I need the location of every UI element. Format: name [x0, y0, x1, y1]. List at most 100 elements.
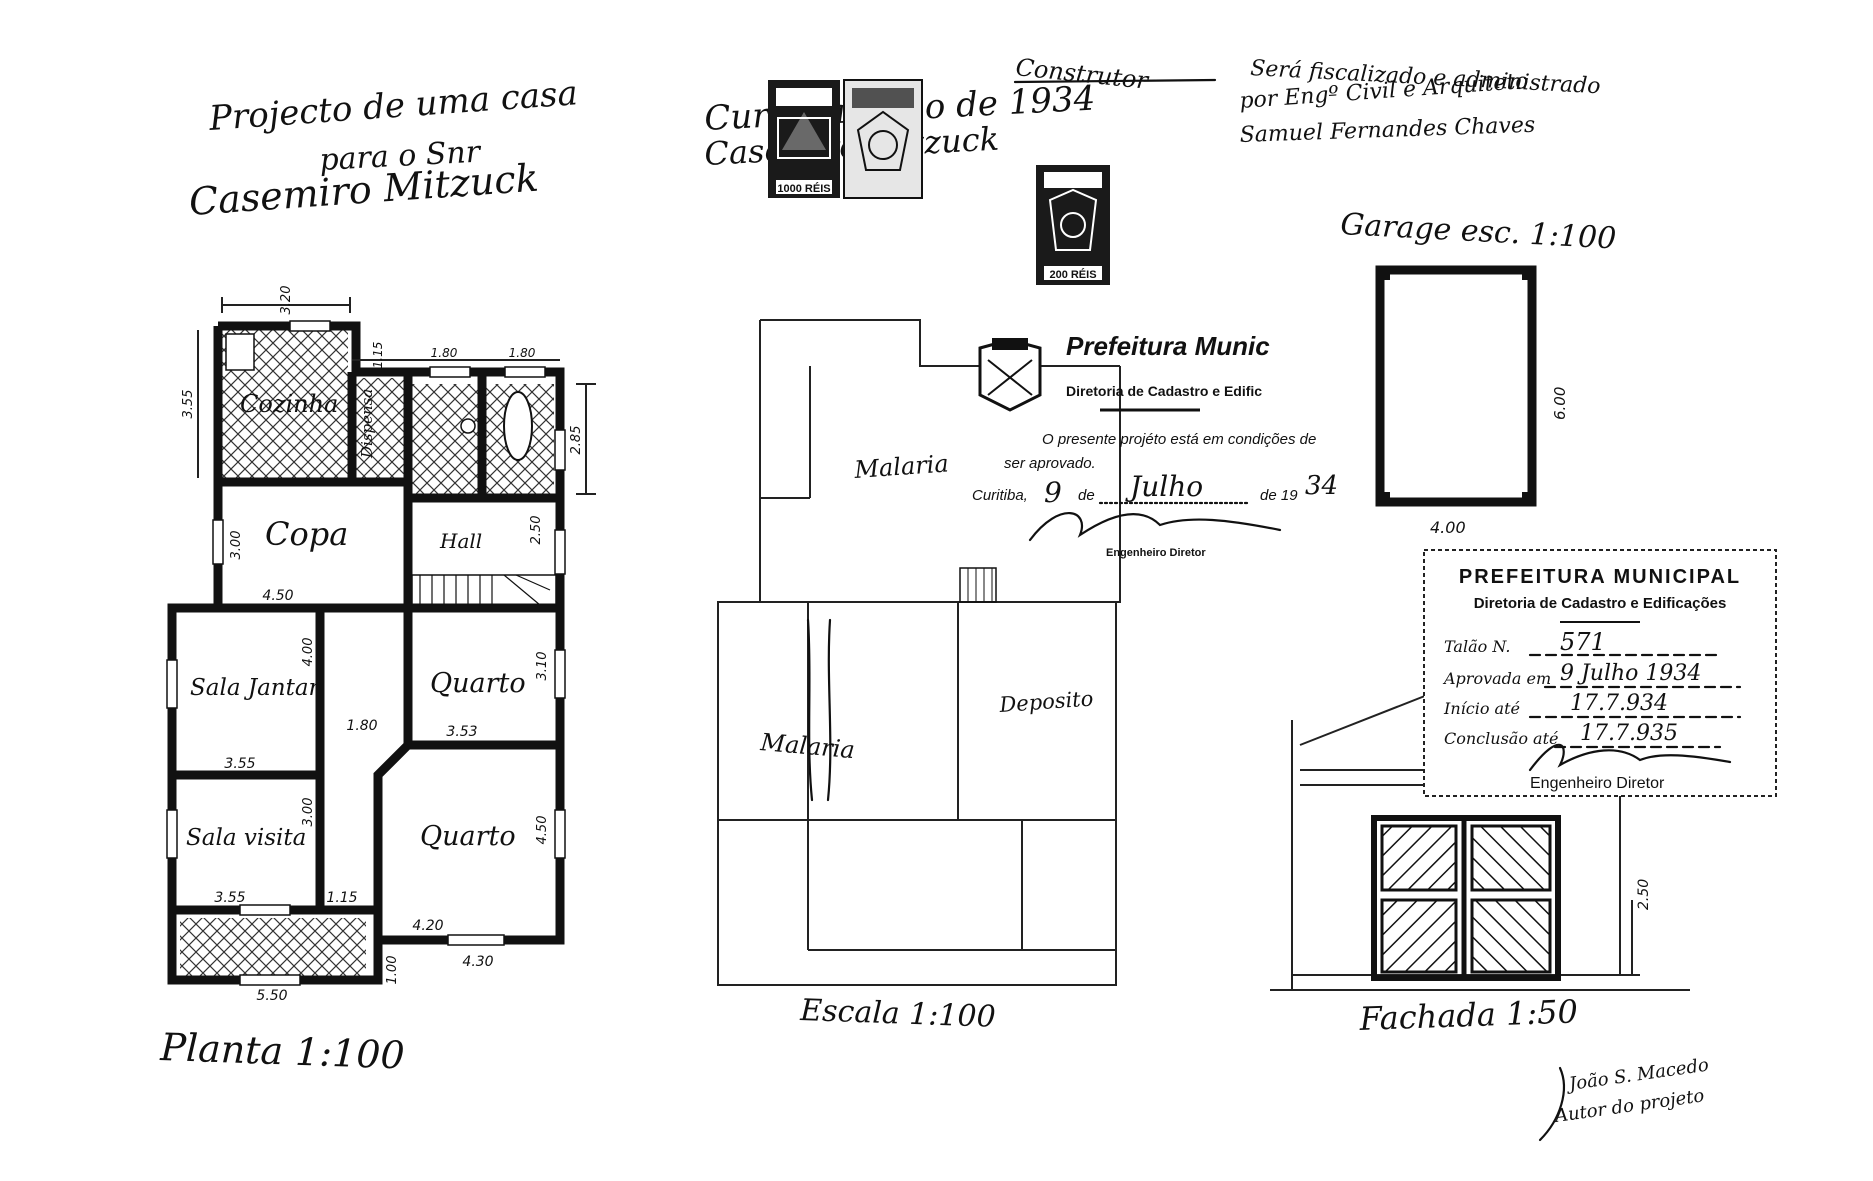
- dim-4-20: 4.20: [412, 918, 443, 934]
- approval-2-conclusao-value: 17.7.935: [1580, 721, 1678, 746]
- city-coat-of-arms: [978, 340, 1042, 412]
- roof-label-deposito: Deposito: [998, 686, 1094, 717]
- dim-1-15-corridor: 1.15: [326, 890, 357, 906]
- roof-line-left: [1299, 689, 1441, 746]
- facade-dim-height: 2.50: [1636, 879, 1652, 910]
- approval-stamp-2: PREFEITURA MUNICIPAL Diretoria de Cadast…: [1423, 549, 1777, 797]
- approval-1-line-2: Diretoria de Cadastro e Edific: [1066, 383, 1262, 399]
- pantry-floor-hatch: [350, 378, 408, 478]
- door-panel-2[interactable]: [1470, 824, 1552, 892]
- dim-5-50: 5.50: [256, 988, 287, 1004]
- garage-walls: [1375, 265, 1537, 507]
- garage-dim-width: 4.00: [1430, 518, 1466, 537]
- approval-1-de-1: de: [1078, 487, 1095, 504]
- dim-3-00-copa: 3.00: [229, 531, 244, 560]
- room-copa: Copa: [265, 515, 348, 553]
- garage-title: Garage esc. 1:100: [1340, 207, 1618, 256]
- title-line-1: Projecto de uma casa: [207, 73, 579, 139]
- stamp-value-200: 200 RÉIS: [1049, 268, 1096, 281]
- hall-staircase: [411, 574, 557, 606]
- door-panel-3[interactable]: [1380, 898, 1458, 974]
- tax-stamp-200: 200 RÉIS: [1036, 165, 1110, 285]
- builder-underline: [1013, 78, 1217, 84]
- room-hall: Hall: [439, 529, 482, 553]
- project-title: Projecto de uma casa para o Snr Casemiro…: [188, 73, 579, 224]
- dim-1-80-wc: 1.80: [431, 346, 458, 360]
- room-cozinha: Cozinha: [240, 390, 338, 418]
- approval-2-border: [1423, 549, 1777, 797]
- dim-4-50-copa: 4.50: [262, 588, 293, 604]
- approval-2-aprovada-value: 9 Julho 1934: [1560, 661, 1701, 686]
- dim-2-50-hall: 2.50: [529, 516, 544, 545]
- garage-facade: 2.50 Fachada 1:50: [1270, 689, 1690, 1038]
- approval-2-conclusao-label: Conclusão até: [1444, 729, 1558, 748]
- plan-dimension-lines: [197, 297, 596, 495]
- door-panel-1[interactable]: [1380, 824, 1458, 892]
- dim-3-10: 3.10: [535, 652, 550, 681]
- dim-3-55-jantar: 3.55: [224, 756, 255, 772]
- room-sala-jantar: Sala Jantar: [190, 675, 322, 701]
- approval-2-subheader: Diretoria de Cadastro e Edificações: [1474, 595, 1727, 612]
- dim-2-85: 2.85: [569, 426, 584, 455]
- approval-2-header: PREFEITURA MUNICIPAL: [1459, 566, 1741, 588]
- dim-1-80-bath: 1.80: [509, 346, 536, 360]
- facade-caption: Fachada 1:50: [1358, 992, 1579, 1038]
- approval-2-signature: [1528, 743, 1732, 772]
- author-signature: João S. Macedo Autor do projeto: [1538, 1055, 1710, 1142]
- approval-2-talao-label: Talão N.: [1444, 637, 1510, 656]
- dim-1-00: 1.00: [385, 956, 400, 985]
- approval-1-role: Engenheiro Diretor: [1106, 547, 1206, 559]
- floor-plan: Cozinha Dispensa Copa Hall Sala Jantar Q…: [159, 286, 596, 1078]
- wc-floor-hatch: [410, 384, 480, 494]
- roof-sketch-line: [806, 618, 814, 802]
- dim-4-50-quarto: 4.50: [535, 816, 550, 845]
- author-signature-stroke: [1538, 1066, 1565, 1142]
- tax-stamp-1000: 1000 RÉIS: [768, 80, 840, 198]
- approval-2-role: Engenheiro Diretor: [1530, 775, 1665, 792]
- approval-1-day: 9: [1044, 476, 1062, 509]
- approval-stamp-1: Prefeitura Munic Diretoria de Cadastro e…: [972, 331, 1338, 559]
- toilet: [460, 418, 476, 434]
- approval-1-signature: [1028, 512, 1282, 542]
- room-dispensa: Dispensa: [358, 389, 376, 459]
- roof-stair-opening: [959, 567, 997, 603]
- dim-4-30: 4.30: [462, 954, 493, 970]
- door-panel-4[interactable]: [1470, 898, 1552, 974]
- tax-stamp-second: [843, 79, 923, 199]
- dim-3-55-kitchen: 3.55: [181, 390, 196, 419]
- dim-1-80-corridor: 1.80: [346, 718, 377, 734]
- kitchen-stove: [225, 333, 255, 371]
- note-builder-line-3: Samuel Fernandes Chaves: [1239, 113, 1535, 148]
- approval-2-inicio-value: 17.7.934: [1570, 691, 1668, 716]
- plan-caption: Planta 1:100: [159, 1025, 406, 1078]
- bathtub: [503, 391, 533, 461]
- dim-3-20: 3.20: [279, 286, 294, 315]
- wall-corridor-east: [373, 741, 412, 940]
- dim-3-53: 3.53: [446, 724, 477, 740]
- approval-1-month: Julho: [1125, 470, 1203, 503]
- windows: [166, 320, 566, 986]
- approval-1-de-2: de 19: [1260, 487, 1298, 504]
- approval-2-inicio-label: Início até: [1443, 699, 1520, 718]
- roof-caption: Escala 1:100: [799, 993, 997, 1035]
- dim-3-55-visita: 3.55: [214, 890, 245, 906]
- garage-dim-depth: 6.00: [1551, 387, 1569, 420]
- room-quarto-2: Quarto: [420, 821, 516, 852]
- approval-1-year: 34: [1305, 471, 1338, 501]
- dim-4-00-jantar: 4.00: [301, 638, 316, 667]
- approval-2-talao-value: 571: [1560, 628, 1606, 656]
- approval-1-line-4: ser aprovado.: [1004, 455, 1096, 472]
- porch-floor-hatch: [180, 918, 366, 980]
- approval-1-line-1: Prefeitura Munic: [1066, 331, 1270, 361]
- room-quarto-1: Quarto: [430, 668, 526, 699]
- garage-plan: Garage esc. 1:100 6.00 4.00: [1340, 207, 1618, 537]
- title-line-2: para o Snr: [319, 135, 483, 178]
- roof-plan: Malaria Malaria Deposito Escala 1:100: [717, 319, 1121, 1035]
- dim-1-15-top: 1.15: [371, 342, 385, 369]
- approval-1-line-3: O presente projéto está em condições de: [1042, 431, 1316, 448]
- room-sala-visita: Sala visita: [186, 825, 306, 851]
- roof-label-malaria-1: Malaria: [852, 449, 949, 484]
- approval-1-place: Curitiba,: [972, 487, 1028, 504]
- approval-2-aprovada-label: Aprovada em: [1442, 669, 1551, 688]
